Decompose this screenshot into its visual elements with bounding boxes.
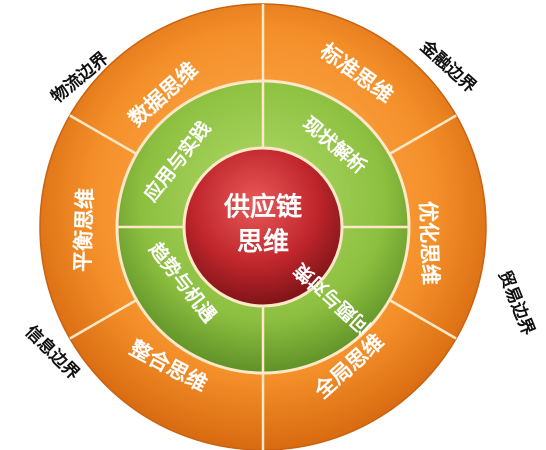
outer-divider-line (388, 298, 457, 340)
outer-divider-line (388, 114, 457, 156)
outer-divider-line (69, 114, 138, 156)
center-core (182, 146, 344, 308)
inner-ring-dividers (117, 81, 409, 373)
outer-divider-line (69, 298, 138, 340)
outer-label-balance: 平衡思维 (71, 188, 98, 273)
center-title-line1: 供应链 (223, 192, 302, 223)
outer-label-optimize: 优化思维 (416, 201, 443, 286)
boundary-trade: 贸易边界 (494, 267, 539, 338)
center-title-line2: 思维 (237, 227, 289, 258)
outer-ring-dividers (69, 4, 457, 450)
